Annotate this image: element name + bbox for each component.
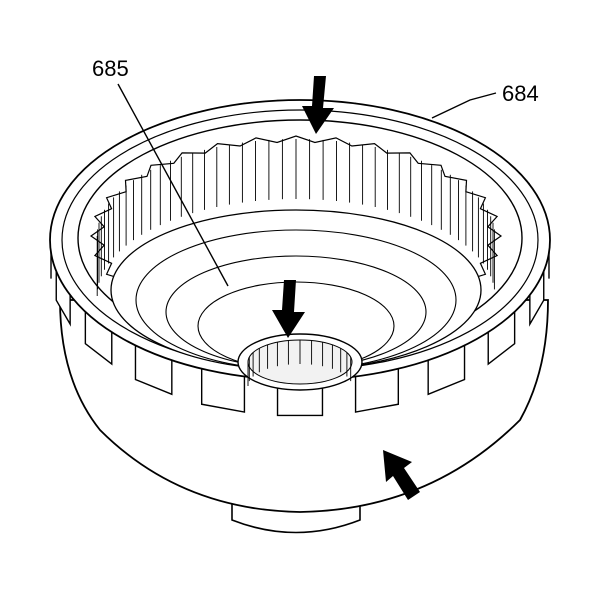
center-hub — [237, 333, 363, 391]
callout-label-684: 684 — [502, 81, 539, 106]
arrow-icon — [383, 450, 420, 500]
arrow-icon — [302, 76, 334, 134]
inner-splines — [89, 135, 503, 337]
arrow-icon — [272, 280, 305, 338]
callout-label-685: 685 — [92, 56, 129, 81]
leader-lines — [117, 83, 497, 287]
